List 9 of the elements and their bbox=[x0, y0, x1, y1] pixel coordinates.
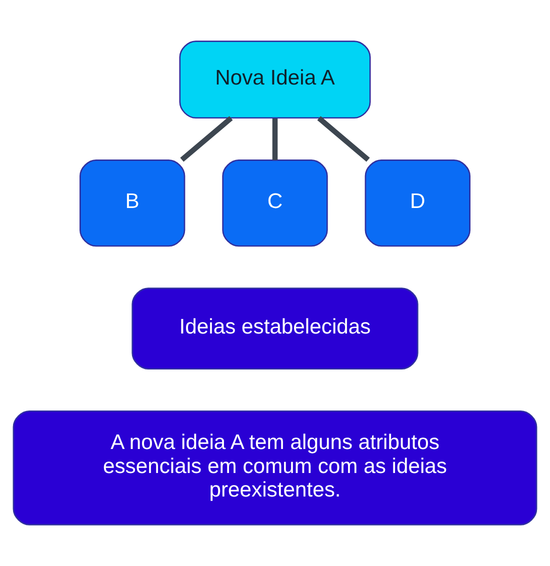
node-box: B bbox=[80, 160, 186, 247]
node-box: C bbox=[222, 160, 328, 247]
node-box: A nova ideia A tem alguns atributos essenciais em comum com as ideias preexistentes. bbox=[12, 410, 538, 526]
node-box: D bbox=[364, 160, 470, 247]
connector bbox=[272, 118, 278, 160]
node-box: Ideias estabelecidas bbox=[132, 288, 418, 370]
connector bbox=[180, 116, 233, 162]
node-box: Nova Ideia A bbox=[179, 40, 371, 119]
connector bbox=[317, 116, 370, 162]
